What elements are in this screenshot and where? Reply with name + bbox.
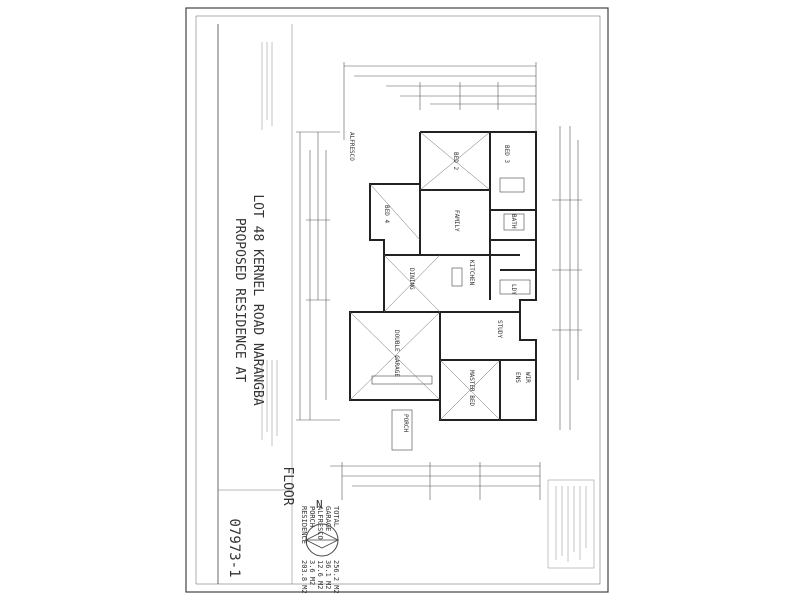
room-label-master: MASTER BED <box>468 370 475 407</box>
room-label-bed4: BED 4 <box>383 205 390 223</box>
room-label-family: FAMILY <box>453 210 460 232</box>
general-notes <box>547 479 595 569</box>
room-label-ldy: LDY <box>510 284 517 295</box>
room-label-wir: WIR <box>524 372 531 383</box>
area-value: 36.1 M2 <box>324 560 332 590</box>
area-label: GARAGE <box>324 506 332 531</box>
room-labels: BED 2 BED 3 BED 4 FAMILY DINING KITCHEN … <box>348 132 531 432</box>
room-label-alfresco: ALFRESCO <box>348 132 355 161</box>
area-value: 203.8 M2 <box>300 560 308 594</box>
room-label-bed2: BED 2 <box>452 152 459 170</box>
area-value: 256.2 M2 <box>332 560 340 594</box>
area-label: ALFRESCO <box>316 506 324 540</box>
room-label-garage: DOUBLE GARAGE <box>393 330 400 377</box>
area-value: 3.6 M2 <box>308 560 316 585</box>
area-schedule: RESIDENCE 203.8 M2 PORCH 3.6 M2 ALFRESCO… <box>300 506 340 594</box>
area-label: RESIDENCE <box>300 506 308 544</box>
room-label-bath: BATH <box>510 214 517 229</box>
dimension-lines <box>296 62 582 500</box>
title-block: PROPOSED RESIDENCE AT LOT 48 KERNEL ROAD… <box>217 24 340 594</box>
fixtures <box>371 177 531 451</box>
room-label-dining: DINING <box>408 268 415 290</box>
page-border <box>185 7 609 593</box>
inner-border <box>195 15 601 585</box>
area-label: TOTAL <box>332 506 340 527</box>
room-label-bed3: BED 3 <box>503 145 510 163</box>
drawing-number: 07973-1 <box>226 518 242 577</box>
room-label-porch: PORCH <box>402 414 409 432</box>
room-label-kitchen: KITCHEN <box>468 260 475 286</box>
project-title-line1: PROPOSED RESIDENCE AT <box>232 218 247 383</box>
area-label: PORCH <box>308 506 316 527</box>
north-label: N <box>316 498 323 511</box>
area-value: 12.6 M2 <box>316 560 324 590</box>
floor-plan-walls <box>349 131 537 421</box>
project-title-line2: LOT 48 KERNEL ROAD NARANGBA <box>250 194 265 405</box>
room-label-study: STUDY <box>496 320 503 338</box>
notes-lines <box>261 42 278 446</box>
room-label-ens: ENS <box>514 372 521 383</box>
drawing-title: FLOOR <box>280 466 295 505</box>
room-diagonals <box>349 131 501 421</box>
north-compass: N <box>305 498 339 557</box>
